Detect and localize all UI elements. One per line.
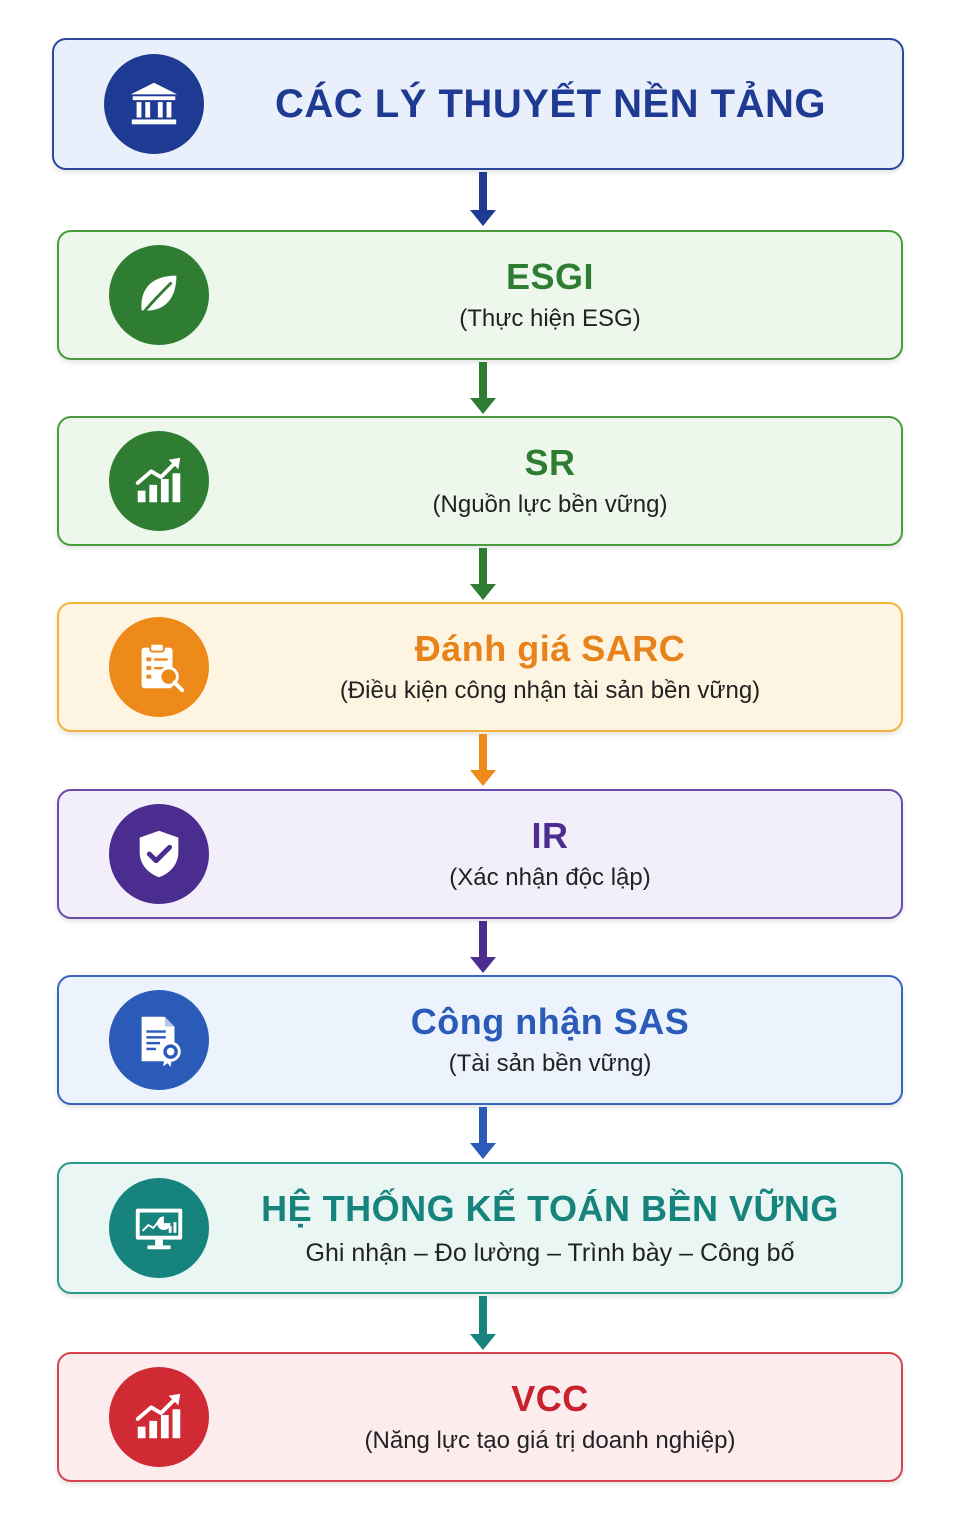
step-title: ESGI <box>505 255 595 297</box>
step-subtitle: (Thực hiện ESG) <box>459 305 641 333</box>
step-subtitle: (Xác nhận độc lập) <box>449 864 651 892</box>
growth-chart-icon <box>109 431 209 531</box>
step-title: VCC <box>511 1377 589 1419</box>
shield-check-icon <box>109 804 209 904</box>
leaf-icon <box>109 245 209 345</box>
step-subtitle: (Năng lực tạo giá trị doanh nghiệp) <box>364 1427 736 1455</box>
growth-chart-icon <box>109 1367 209 1467</box>
flow-arrow <box>470 362 496 414</box>
step-esgi: ESGI (Thực hiện ESG) <box>57 230 903 360</box>
flow-arrow <box>470 1107 496 1159</box>
flow-arrow <box>470 548 496 600</box>
flow-arrow <box>470 921 496 973</box>
flow-arrow <box>470 1296 496 1350</box>
bank-icon <box>104 54 204 154</box>
monitor-chart-icon <box>109 1178 209 1278</box>
step-sarc-assessment: Đánh giá SARC (Điều kiện công nhận tài s… <box>57 602 903 732</box>
step-ir: IR (Xác nhận độc lập) <box>57 789 903 919</box>
clipboard-search-icon <box>109 617 209 717</box>
step-title: SR <box>524 441 576 483</box>
step-sr: SR (Nguồn lực bền vững) <box>57 416 903 546</box>
step-title: Đánh giá SARC <box>414 627 686 669</box>
step-subtitle: (Điều kiện công nhận tài sản bền vững) <box>339 677 761 705</box>
step-title: Công nhận SAS <box>410 1000 690 1042</box>
step-title: IR <box>531 814 569 856</box>
flow-arrow <box>470 172 496 226</box>
step-sustainable-accounting-system: HỆ THỐNG KẾ TOÁN BỀN VỮNG Ghi nhận – Đo … <box>57 1162 903 1294</box>
certificate-document-icon <box>109 990 209 1090</box>
step-subtitle: (Tài sản bền vững) <box>448 1050 652 1078</box>
step-subtitle: (Nguồn lực bền vững) <box>432 491 668 519</box>
step-sas-recognition: Công nhận SAS (Tài sản bền vững) <box>57 975 903 1105</box>
step-vcc: VCC (Năng lực tạo giá trị doanh nghiệp) <box>57 1352 903 1482</box>
flow-arrow <box>470 734 496 786</box>
step-title: CÁC LÝ THUYẾT NỀN TẢNG <box>275 82 826 126</box>
step-title: HỆ THỐNG KẾ TOÁN BỀN VỮNG <box>261 1188 839 1230</box>
step-foundation-theories: CÁC LÝ THUYẾT NỀN TẢNG <box>52 38 904 170</box>
step-subtitle: Ghi nhận – Đo lường – Trình bày – Công b… <box>305 1238 795 1267</box>
